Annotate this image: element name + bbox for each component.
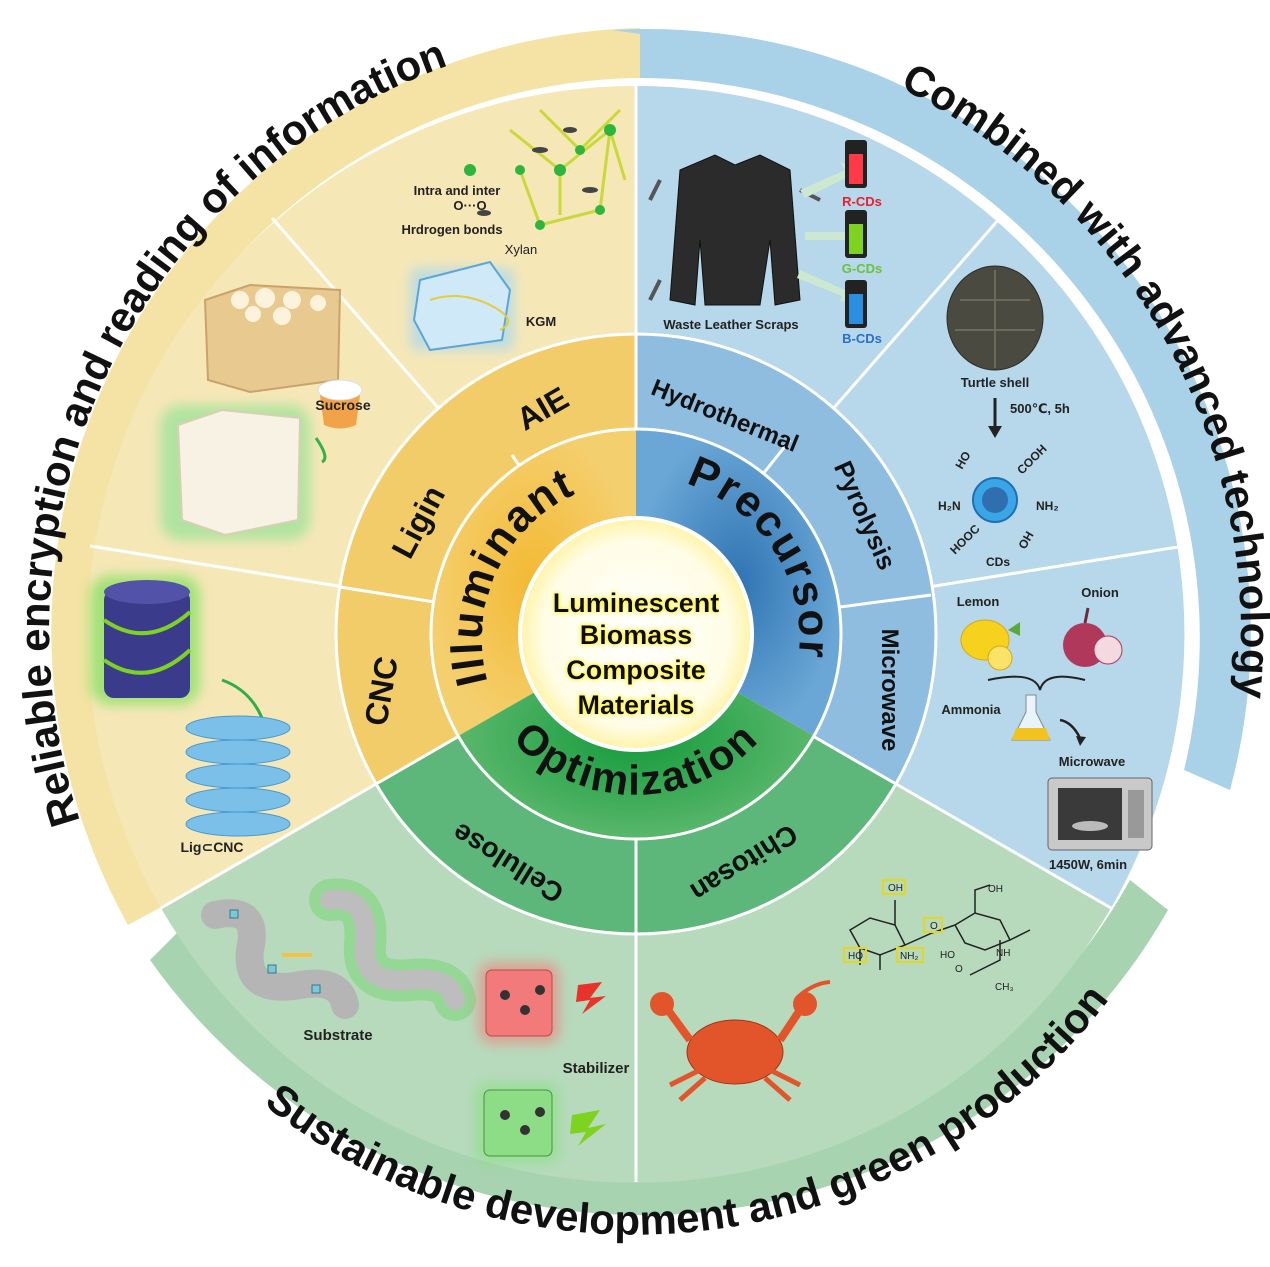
chitosan-o2: O (955, 964, 963, 975)
onion-icon (1063, 607, 1123, 667)
center-title-line2: Biomass (580, 620, 693, 650)
aie-bonds-line2: Hrdrogen bonds (401, 222, 502, 237)
chitosan-structure-illustration (843, 879, 1031, 976)
chitosan-oh2: OH (988, 884, 1003, 895)
turtle-shell-label: Turtle shell (961, 375, 1029, 390)
vial-green-icon (845, 210, 867, 258)
green-beaker-icon (474, 1082, 606, 1164)
center-title-line3: Composite (566, 655, 706, 685)
g-cds-label: G-CDs (842, 261, 882, 276)
lemon-icon (960, 619, 1020, 671)
arrow-icon (798, 980, 831, 997)
method-microwave: Microwave (876, 629, 903, 752)
cnc-disc-stack-illustration (185, 715, 291, 837)
lightning-icon (570, 1110, 606, 1146)
cnc-cylinder-illustration (90, 575, 200, 705)
sucrose-bag-icon (317, 379, 363, 429)
waste-leather-label: Waste Leather Scraps (663, 317, 798, 332)
arrow-icon (1059, 718, 1082, 739)
lightning-icon (576, 982, 606, 1014)
xylan-network-illustration (464, 108, 627, 230)
microwave-condition: 1450W, 6min (1049, 857, 1127, 872)
brace-icon (987, 675, 1086, 691)
aie-bonds-line1: Intra and inter (414, 183, 501, 198)
pyrolysis-condition: 500℃, 5h (1010, 401, 1070, 416)
arrow-icon (221, 678, 264, 719)
chitosan-oh1: OH (888, 883, 903, 894)
vial-blue-icon (845, 280, 867, 328)
vial-red-icon (845, 140, 867, 188)
chitosan-ch3: CH₃ (995, 982, 1014, 993)
arrow-icon (314, 437, 327, 464)
cd-h2n: H₂N (938, 499, 961, 513)
chitosan-ho2: HO (940, 950, 955, 961)
chitosan-ho: HO (848, 951, 863, 962)
flask-icon (1011, 694, 1051, 741)
sucrose-label: Sucrose (315, 397, 370, 413)
ammonia-label: Ammonia (941, 702, 1001, 717)
microwave-label: Microwave (1059, 754, 1125, 769)
glowing-wood-block-illustration (160, 405, 310, 540)
lemon-label: Lemon (957, 594, 1000, 609)
b-cds-label: B-CDs (842, 331, 882, 346)
turtle-shell-illustration (946, 265, 1044, 371)
chitosan-nh2: NH₂ (900, 951, 918, 962)
cd-nh2: NH₂ (1036, 499, 1059, 513)
center-title-line4: Materials (577, 690, 694, 720)
aie-kgm-label: KGM (526, 314, 556, 329)
leather-jacket-illustration (648, 154, 821, 306)
chitosan-nh: NH (996, 948, 1010, 959)
wood-block-illustration (203, 283, 342, 394)
carbon-dot-icon (972, 477, 1018, 523)
stabilizer-label: Stabilizer (563, 1060, 630, 1077)
cd-label: CDs (986, 555, 1010, 569)
red-beaker-icon (478, 962, 606, 1044)
substrate-label: Substrate (303, 1027, 372, 1044)
center-title-line1: Luminescent (553, 588, 720, 618)
onion-label: Onion (1081, 585, 1119, 600)
center-hub: Luminescent Biomass Composite Materials (518, 516, 754, 752)
coated-tube-illustration (309, 878, 476, 1021)
aie-oo-label: O···O (453, 198, 486, 213)
down-arrow-icon (988, 398, 1002, 438)
crab-illustration (650, 992, 817, 1102)
lig-cnc-label: Lig⊂CNC (180, 839, 243, 855)
chitosan-o1: O (930, 921, 938, 932)
microwave-oven-icon (1047, 777, 1153, 851)
kgm-cube-illustration (410, 260, 514, 352)
r-cds-label: R-CDs (842, 194, 882, 209)
aie-xylan-label: Xylan (505, 242, 538, 257)
substrate-tube-illustration (201, 899, 359, 1019)
